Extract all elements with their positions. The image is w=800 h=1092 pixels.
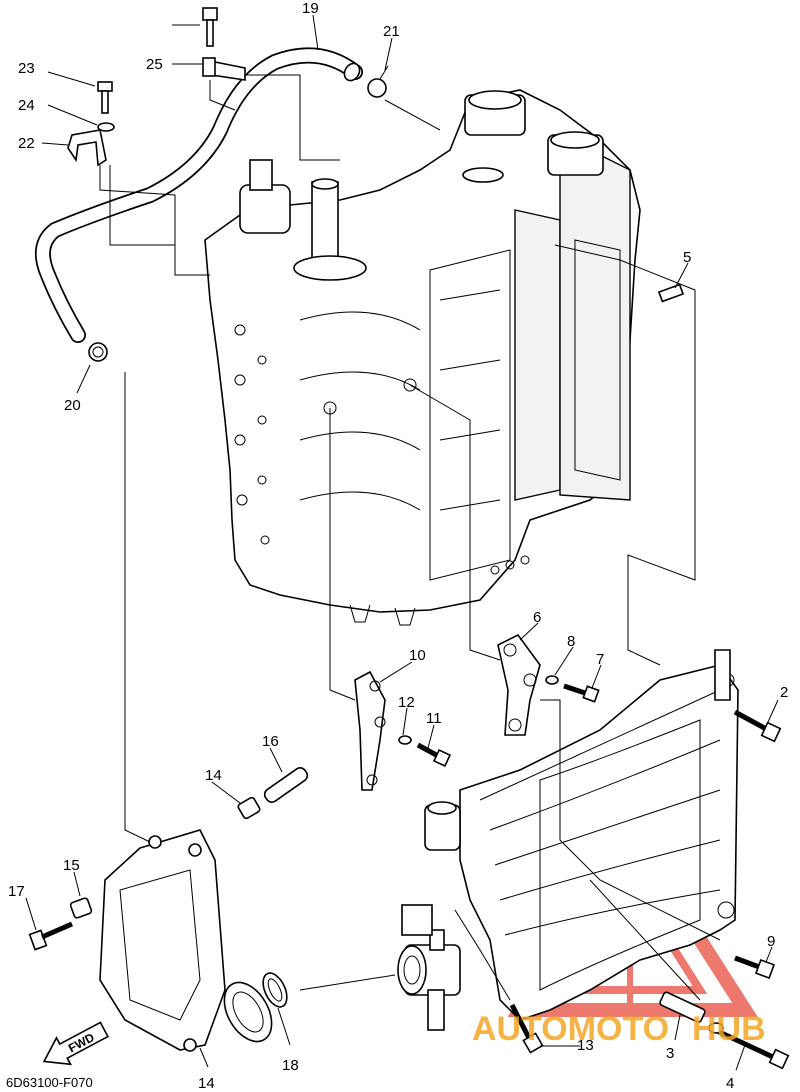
callout-14-upper: 14	[205, 767, 222, 784]
watermark-text-part1: AUTOMOTO	[472, 1010, 669, 1048]
bolt-6	[563, 683, 600, 703]
callout-3: 4	[726, 1075, 734, 1092]
washer-11	[398, 735, 412, 745]
callout-24: 25	[146, 56, 163, 73]
callout-18: 19	[302, 0, 319, 17]
callout-19: 20	[64, 397, 81, 414]
throttle-body	[397, 904, 461, 1031]
bolt-22	[97, 81, 113, 114]
bolt-8	[734, 955, 775, 979]
callout-9: 10	[409, 647, 426, 664]
callout-20: 21	[383, 23, 400, 40]
intake-silencer-13	[99, 829, 273, 1052]
callout-13: 14	[198, 1075, 215, 1092]
cylinder-block	[204, 89, 641, 626]
callout-6: 7	[596, 651, 604, 668]
pin-2	[659, 991, 706, 1023]
pin-4	[657, 283, 685, 303]
washer-7	[545, 675, 559, 685]
callout-7: 8	[567, 633, 575, 650]
clamp-20	[367, 65, 389, 98]
callout-8: 9	[767, 933, 775, 950]
watermark-text-part2: HUB	[692, 1010, 766, 1048]
callout-10: 11	[426, 710, 442, 727]
callout-23: 24	[18, 97, 35, 114]
holder-21	[67, 129, 107, 167]
fwd-arrow: FWD	[42, 1021, 109, 1066]
watermark-text: AUTOMOTO HUB	[472, 1010, 766, 1048]
callout-1: 2	[780, 684, 788, 701]
clamp-17	[262, 972, 288, 1008]
callout-5: 6	[533, 609, 541, 626]
callout-11: 12	[398, 694, 415, 711]
bolt-25	[202, 7, 218, 47]
callout-15: 16	[262, 733, 279, 750]
collar-15	[263, 767, 309, 803]
grommet-14-lower	[69, 897, 93, 919]
callout-21: 22	[18, 135, 35, 152]
callout-16: 17	[8, 883, 25, 900]
bolt-16	[28, 921, 73, 951]
bolt-10	[416, 742, 452, 768]
callout-17: 18	[282, 1057, 299, 1074]
intake-manifold	[459, 649, 739, 1021]
bolt-12	[509, 1003, 544, 1054]
bracket-5	[497, 633, 541, 736]
bolt-1	[733, 709, 782, 743]
leader-lines	[25, 14, 779, 1071]
holder-24	[202, 57, 246, 81]
callout-4: 5	[683, 249, 691, 266]
clamp-19	[88, 342, 108, 362]
callout-22: 23	[18, 60, 35, 77]
callout-14-lower: 15	[63, 857, 80, 874]
diagram-code: 6D63100-F070	[6, 1075, 93, 1090]
idle-valve	[424, 801, 461, 851]
callout-2: 3	[666, 1045, 674, 1062]
washer-23	[97, 122, 115, 132]
bracket-9	[354, 670, 386, 791]
grommet-14-upper	[237, 796, 261, 820]
callout-12: 13	[577, 1037, 594, 1054]
callout-labels: 2 3 4 5 6 7 8 9 10 11 12 13 14 14 15 16 …	[8, 0, 788, 1092]
bolt-3	[708, 1022, 790, 1070]
